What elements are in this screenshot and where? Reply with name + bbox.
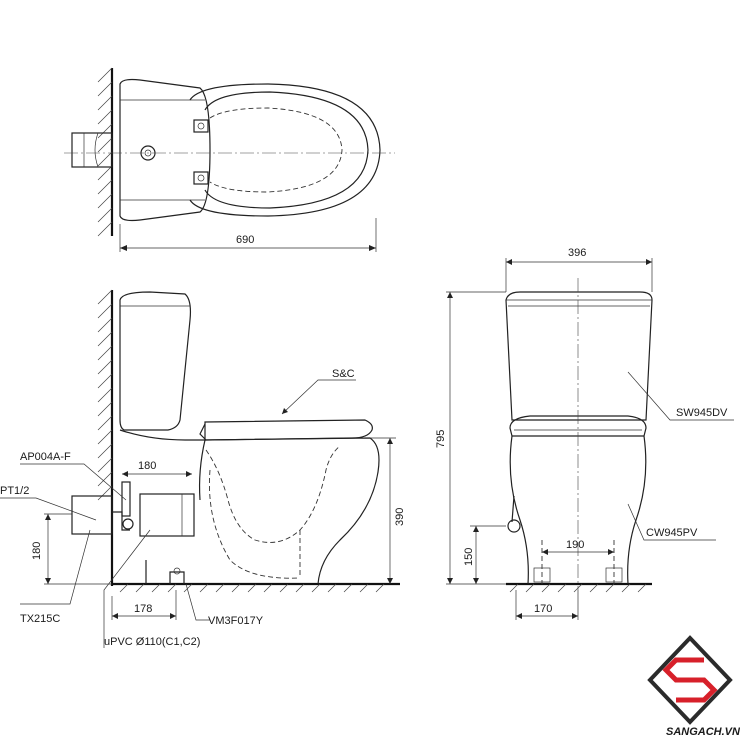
dim-top-length: 690: [236, 234, 254, 246]
label-bowl: CW945PV: [646, 527, 698, 539]
dim-side-drain-height: 180: [138, 460, 156, 472]
label-fixing-kit: VM3F017Y: [208, 615, 264, 627]
watermark-site: SANGACH.VN: [666, 726, 740, 738]
label-thread: PT1/2: [0, 485, 29, 497]
side-view: 180 180 178 390 S&C AP004A-F PT1/2 TX215…: [0, 289, 406, 648]
label-tank: SW945DV: [676, 407, 728, 419]
dim-front-fixing-spacing: 190: [566, 539, 584, 551]
label-flex-hose: TX215C: [20, 613, 60, 625]
dim-side-pipe-height: 180: [31, 542, 43, 560]
dim-front-inlet-height: 150: [463, 548, 475, 566]
front-view: 396 795 150 190 170 SW945DV CW945PV: [435, 247, 734, 620]
watermark-logo: SANGACH.VN: [647, 635, 740, 738]
label-pipe: uPVC Ø110(C1,C2): [104, 636, 200, 648]
label-seat: S&C: [332, 368, 355, 380]
dim-side-wall-offset: 178: [134, 603, 152, 615]
dim-side-rim-height: 390: [394, 508, 406, 526]
dim-front-width: 396: [568, 247, 586, 259]
top-view: 690: [64, 67, 395, 252]
dim-front-base-width: 170: [534, 603, 552, 615]
label-angle-valve: AP004A-F: [20, 451, 71, 463]
dim-front-total-height: 795: [435, 430, 447, 448]
